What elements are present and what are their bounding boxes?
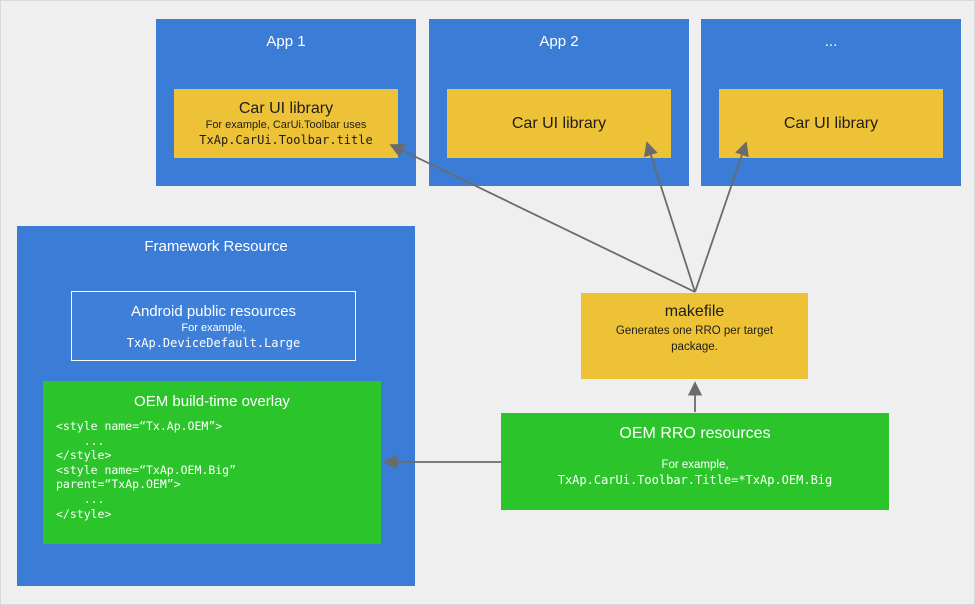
app2-carui-library-title: Car UI library — [511, 115, 607, 132]
app1-carui-library-code: TxAp.CarUi.Toolbar.title — [199, 133, 373, 147]
oem-build-time-overlay-code: <style name=“Tx.Ap.OEM”> ... </style> <s… — [56, 419, 237, 521]
android-public-resources-code: TxAp.DeviceDefault.Large — [126, 335, 301, 350]
makefile-title: makefile — [664, 303, 725, 320]
oem-rro-resources-note: For example, — [661, 459, 729, 471]
app2-title: App 2 — [539, 33, 579, 50]
makefile-note: Generates one RRO per target package. — [615, 325, 774, 353]
framework-resource-box: Framework Resource Android public resour… — [17, 226, 415, 586]
app1-box: App 1 Car UI library For example, CarUi.… — [156, 19, 416, 186]
oem-build-time-overlay-title: OEM build-time overlay — [134, 393, 290, 410]
app1-title: App 1 — [266, 33, 306, 50]
app1-carui-library-note: For example, CarUi.Toolbar uses — [205, 119, 367, 131]
app2-box: App 2 Car UI library — [429, 19, 689, 186]
app-more-title: ... — [824, 33, 838, 50]
oem-rro-resources-code: TxAp.CarUi.Toolbar.Title=*TxAp.OEM.Big — [557, 473, 833, 487]
oem-build-time-overlay-box: OEM build-time overlay <style name=“Tx.A… — [43, 381, 381, 544]
app2-carui-library-box: Car UI library — [447, 89, 671, 158]
app-more-box: ... Car UI library — [701, 19, 961, 186]
app1-carui-library-box: Car UI library For example, CarUi.Toolba… — [174, 89, 398, 158]
app1-carui-library-title: Car UI library — [238, 100, 334, 117]
makefile-box: makefile Generates one RRO per target pa… — [581, 293, 808, 379]
app-more-carui-library-title: Car UI library — [783, 115, 879, 132]
oem-rro-resources-box: OEM RRO resources For example, TxAp.CarU… — [501, 413, 889, 510]
oem-rro-resources-title: OEM RRO resources — [619, 425, 771, 442]
android-public-resources-box: Android public resources For example, Tx… — [71, 291, 356, 361]
framework-resource-title: Framework Resource — [144, 238, 288, 255]
android-public-resources-note: For example, — [181, 321, 246, 334]
android-public-resources-title: Android public resources — [130, 302, 297, 320]
app-more-carui-library-box: Car UI library — [719, 89, 943, 158]
